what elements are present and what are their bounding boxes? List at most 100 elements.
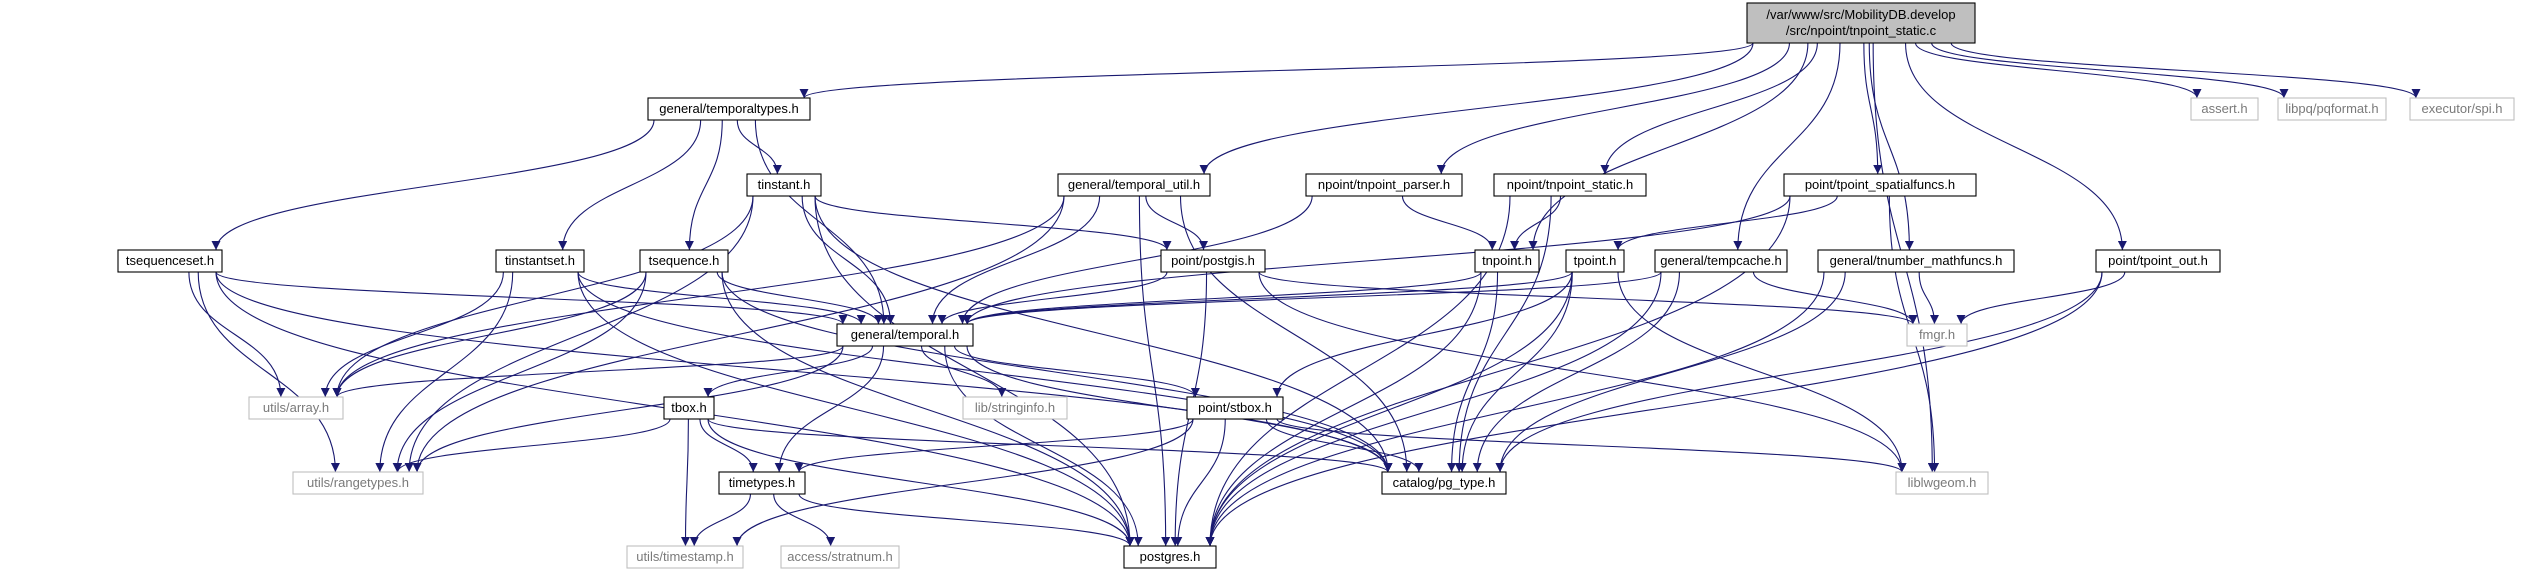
- edge-postgis-to-temporal: [937, 271, 1168, 325]
- node-label-spi: executor/spi.h: [2422, 101, 2503, 116]
- node-temporal[interactable]: general/temporal.h: [836, 323, 974, 347]
- node-tpoint_out[interactable]: point/tpoint_out.h: [2095, 249, 2221, 273]
- node-label-tsequenceset: tsequenceset.h: [126, 253, 214, 268]
- edge-tinstantset-to-rangetypes: [375, 271, 514, 473]
- edge-tpoint_out-to-fmgr: [1956, 271, 2126, 325]
- node-tsequenceset[interactable]: tsequenceset.h: [117, 249, 223, 273]
- node-label-rangetypes: utils/rangetypes.h: [307, 475, 409, 490]
- edge-timetypes-to-stratnum: [773, 493, 836, 547]
- node-tempcache[interactable]: general/tempcache.h: [1654, 249, 1788, 273]
- edge-temporaltypes-to-tinstantset: [558, 119, 702, 251]
- node-postgis[interactable]: point/postgis.h: [1160, 249, 1266, 273]
- edge-root-to-tempcache: [1733, 42, 1841, 251]
- node-temporal_util[interactable]: general/temporal_util.h: [1057, 173, 1211, 197]
- node-pg_type[interactable]: catalog/pg_type.h: [1381, 471, 1507, 495]
- node-label-fmgr: fmgr.h: [1919, 327, 1955, 342]
- edge-stbox-to-timetypes: [794, 418, 1194, 473]
- node-box-tpoint_spatialfuncs: [1783, 173, 1977, 197]
- node-label-tnumber_mathfuncs: general/tnumber_mathfuncs.h: [1830, 253, 2003, 268]
- edge-tpoint_spatialfuncs-to-temporal: [962, 195, 1791, 325]
- edge-stbox-to-liblwgeom: [1276, 418, 1907, 473]
- edge-stbox-to-timestamp: [732, 418, 1194, 547]
- node-rangetypes[interactable]: utils/rangetypes.h: [292, 471, 424, 495]
- node-label-temporal: general/temporal.h: [851, 327, 959, 342]
- node-tpoint_spatialfuncs[interactable]: point/tpoint_spatialfuncs.h: [1783, 173, 1977, 197]
- node-stringinfo[interactable]: lib/stringinfo.h: [962, 396, 1068, 420]
- edge-tnpoint_static_h-to-pg_type: [1454, 195, 1552, 473]
- edge-temporal-to-stringinfo: [920, 345, 1007, 398]
- node-tsequence[interactable]: tsequence.h: [639, 249, 729, 273]
- edge-root-to-tnpoint_parser: [1436, 42, 1790, 175]
- node-tnumber_mathfuncs[interactable]: general/tnumber_mathfuncs.h: [1817, 249, 2015, 273]
- node-label-tbox: tbox.h: [671, 400, 706, 415]
- node-label-tnpoint_static_h: npoint/tnpoint_static.h: [1507, 177, 1633, 192]
- edge-tsequence-to-postgres: [721, 271, 1135, 547]
- edge-tpoint-to-postgres: [1205, 271, 1573, 547]
- node-timestamp[interactable]: utils/timestamp.h: [626, 545, 744, 569]
- edge-tnpoint-to-postgres: [1205, 271, 1482, 547]
- edge-tinstant-to-temporal: [801, 195, 895, 325]
- node-stbox[interactable]: point/stbox.h: [1186, 396, 1284, 420]
- node-label-tsequence: tsequence.h: [649, 253, 720, 268]
- node-box-tbox: [663, 396, 715, 420]
- node-box-tinstantset: [495, 249, 585, 273]
- edge-tbox-to-timestamp: [680, 418, 690, 547]
- node-liblwgeom[interactable]: liblwgeom.h: [1895, 471, 1989, 495]
- node-label-pqformat: libpq/pqformat.h: [2285, 101, 2378, 116]
- node-box-fmgr: [1906, 323, 1968, 347]
- node-utils_array[interactable]: utils/array.h: [248, 396, 344, 420]
- node-box-tinstant: [746, 173, 822, 197]
- node-tinstant[interactable]: tinstant.h: [746, 173, 822, 197]
- node-tbox[interactable]: tbox.h: [663, 396, 715, 420]
- edge-stbox-to-postgres: [1173, 418, 1226, 547]
- node-tnpoint_parser[interactable]: npoint/tnpoint_parser.h: [1305, 173, 1463, 197]
- node-tnpoint[interactable]: tnpoint.h: [1474, 249, 1540, 273]
- node-label-tnpoint_parser: npoint/tnpoint_parser.h: [1318, 177, 1450, 192]
- edge-tpoint_out-to-postgres: [1205, 271, 2103, 547]
- node-box-stratnum: [780, 545, 900, 569]
- edge-tpoint_spatialfuncs-to-tpoint: [1613, 195, 1838, 251]
- node-label-temporal_util: general/temporal_util.h: [1068, 177, 1200, 192]
- edge-temporal-to-timetypes: [774, 345, 885, 473]
- node-box-stringinfo: [962, 396, 1068, 420]
- edge-tnpoint_parser-to-tnpoint: [1401, 195, 1497, 251]
- node-label-root: /var/www/src/MobilityDB.develop: [1766, 7, 1955, 22]
- edge-temporal_util-to-pg_type: [1179, 195, 1412, 473]
- edge-tnpoint_static_h-to-tnpoint: [1510, 195, 1562, 251]
- edge-tnumber_mathfuncs-to-pg_type: [1495, 271, 1846, 473]
- edge-tinstant-to-utils_array: [332, 195, 754, 398]
- node-label-tnpoint: tnpoint.h: [1482, 253, 1532, 268]
- edge-tsequenceset-to-rangetypes: [197, 271, 340, 473]
- node-label-root: /src/npoint/tnpoint_static.c: [1786, 23, 1937, 38]
- node-spi[interactable]: executor/spi.h: [2409, 97, 2515, 121]
- edge-tsequence-to-temporal: [716, 271, 883, 325]
- node-box-tnpoint_static_h: [1493, 173, 1647, 197]
- node-pqformat[interactable]: libpq/pqformat.h: [2277, 97, 2387, 121]
- node-tpoint[interactable]: tpoint.h: [1565, 249, 1625, 273]
- node-label-utils_array: utils/array.h: [263, 400, 329, 415]
- node-box-tsequenceset: [117, 249, 223, 273]
- node-box-postgres: [1123, 545, 1217, 569]
- node-root[interactable]: /var/www/src/MobilityDB.develop/src/npoi…: [1746, 2, 1976, 44]
- edge-tempcache-to-temporal: [962, 271, 1662, 325]
- edge-temporal-to-utils_array: [332, 345, 844, 398]
- edge-root-to-tnpoint: [1528, 42, 1809, 251]
- edge-temporaltypes-to-tsequenceset: [211, 119, 655, 251]
- edge-root-to-tpoint_out: [1905, 42, 2127, 251]
- node-stratnum[interactable]: access/stratnum.h: [780, 545, 900, 569]
- node-temporaltypes[interactable]: general/temporaltypes.h: [647, 97, 811, 121]
- node-tinstantset[interactable]: tinstantset.h: [495, 249, 585, 273]
- edge-temporal-to-rangetypes: [412, 345, 844, 473]
- node-fmgr[interactable]: fmgr.h: [1906, 323, 1968, 347]
- node-box-postgis: [1160, 249, 1266, 273]
- node-label-tpoint_spatialfuncs: point/tpoint_spatialfuncs.h: [1805, 177, 1955, 192]
- node-tnpoint_static_h[interactable]: npoint/tnpoint_static.h: [1493, 173, 1647, 197]
- edge-tpoint-to-liblwgeom: [1617, 271, 1907, 473]
- node-assert[interactable]: assert.h: [2190, 97, 2259, 121]
- edge-postgis-to-liblwgeom: [1258, 271, 1907, 473]
- node-timetypes[interactable]: timetypes.h: [718, 471, 806, 495]
- node-box-root: [1746, 2, 1976, 44]
- edge-tbox-to-rangetypes: [393, 418, 671, 473]
- node-postgres[interactable]: postgres.h: [1123, 545, 1217, 569]
- edge-root-to-pqformat: [1931, 42, 2289, 99]
